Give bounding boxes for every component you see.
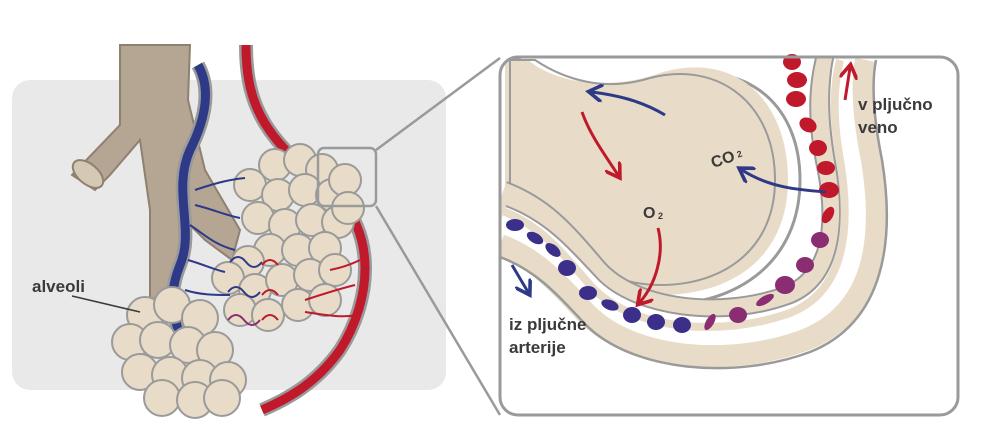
red-blood-cell <box>799 117 817 133</box>
red-blood-cell <box>819 182 839 198</box>
alveoli-label: alveoli <box>32 277 85 296</box>
from-pulmonary-artery-label-line2: arterije <box>509 338 566 357</box>
alveoli-cluster-lower <box>111 286 247 419</box>
co2-label: CO 2 <box>709 148 744 172</box>
red-blood-cell <box>787 72 807 88</box>
o2-label: O 2 <box>643 205 663 222</box>
blood-cells-mixed <box>704 232 829 331</box>
blue-blood-cell <box>623 307 641 323</box>
alveoli-cluster-upper <box>211 143 365 332</box>
red-arrow-icon <box>845 68 850 101</box>
red-arrow-icon <box>640 227 662 302</box>
red-blood-cell <box>809 140 827 156</box>
capillary-network <box>184 177 361 326</box>
blue-blood-cell <box>545 243 561 257</box>
co2-text: CO <box>709 148 737 172</box>
blue-blood-cell <box>558 260 576 276</box>
mixed-blood-cell <box>704 313 716 331</box>
mixed-blood-cell <box>796 257 814 273</box>
zoom-panel-frame <box>498 55 960 417</box>
red-blood-cell <box>786 91 806 107</box>
red-blood-cell <box>821 206 835 224</box>
blue-blood-cell <box>601 299 619 311</box>
bronchus-opening <box>71 159 105 189</box>
zoom-connector-top <box>375 56 501 152</box>
blue-blood-cell <box>526 231 544 245</box>
blue-blood-cell <box>647 314 665 330</box>
to-pulmonary-vein-label-line2: veno <box>858 118 898 137</box>
mixed-blood-cell <box>756 293 774 307</box>
alveoli-leader-line <box>71 295 141 313</box>
zoom-selection-box <box>316 146 378 208</box>
pulmonary-vein-lumen <box>241 44 370 415</box>
blue-arrow-icon <box>742 170 827 194</box>
to-pulmonary-vein-label-line1: v pljučno <box>858 95 933 114</box>
outer-tissue-band <box>500 57 888 368</box>
outer-tissue-band-edge <box>500 59 889 370</box>
from-pulmonary-artery-label-line1: iz pljučne <box>509 315 586 334</box>
o2-subscript: 2 <box>658 211 663 221</box>
co2-subscript: 2 <box>736 149 744 160</box>
blood-cells-oxygenated <box>783 54 839 224</box>
mixed-blood-cell <box>729 307 747 323</box>
blue-blood-cell <box>506 219 524 231</box>
blue-blood-cell <box>673 317 691 333</box>
red-blood-cell <box>817 161 835 175</box>
blue-arrow-icon <box>592 92 666 117</box>
mixed-blood-cell <box>811 232 829 248</box>
mixed-blood-cell <box>775 276 795 294</box>
blue-arrow-icon <box>510 264 528 292</box>
red-arrow-icon <box>580 111 618 175</box>
blue-blood-cell <box>579 286 597 300</box>
blood-cells-deoxygenated <box>506 219 691 333</box>
o2-text: O <box>643 205 655 222</box>
zoom-connector-bottom <box>374 205 502 416</box>
